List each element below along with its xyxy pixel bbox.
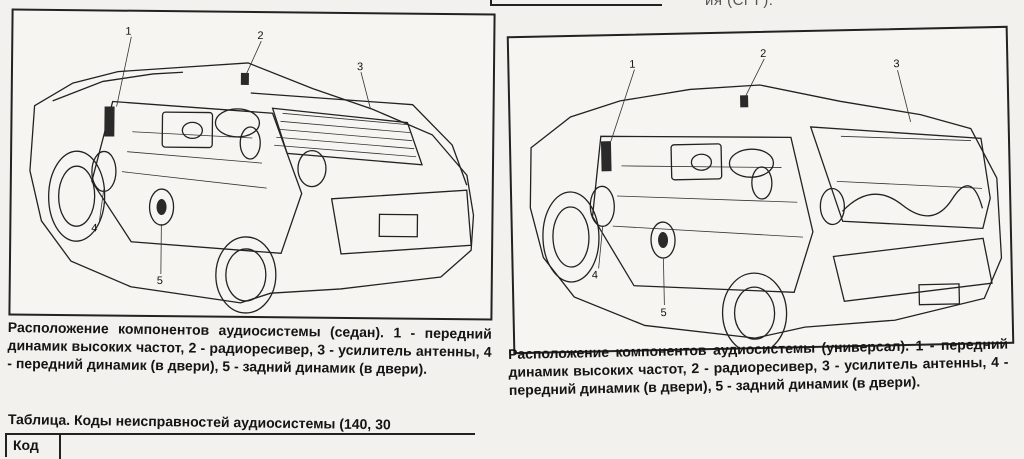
table-title: Таблица. Коды неисправностей аудиосистем… [7,411,391,433]
table-divider [59,435,61,459]
caption-sedan: Расположение компонентов аудиосистемы (с… [7,318,492,379]
wagon-diagram: 1 2 3 4 5 [529,48,1003,353]
wagon-callout-3: 3 [893,58,899,70]
top-rule [490,0,662,6]
sedan-callout-2: 2 [257,30,263,42]
wagon-callout-5: 5 [660,307,666,319]
wagon-callout-4: 4 [592,269,598,281]
table-stub: Код [5,433,475,459]
sedan-callout-4: 4 [91,222,97,234]
wagon-callout-2: 2 [760,48,766,60]
sedan-diagram: 1 2 3 4 5 [29,26,475,314]
header-fragment: ия (Сг Г). [705,0,774,9]
sedan-callout-1: 1 [125,26,131,38]
figure-wagon: 1 2 3 4 5 [506,25,1015,355]
wagon-callout-1: 1 [629,59,635,71]
table-header-code: Код [13,437,39,453]
sedan-callout-3: 3 [357,61,363,73]
sedan-callout-5: 5 [157,275,163,287]
figure-sedan: 1 2 3 4 5 [8,8,496,321]
caption-wagon: Расположение компонентов аудиосистемы (у… [508,335,1009,399]
